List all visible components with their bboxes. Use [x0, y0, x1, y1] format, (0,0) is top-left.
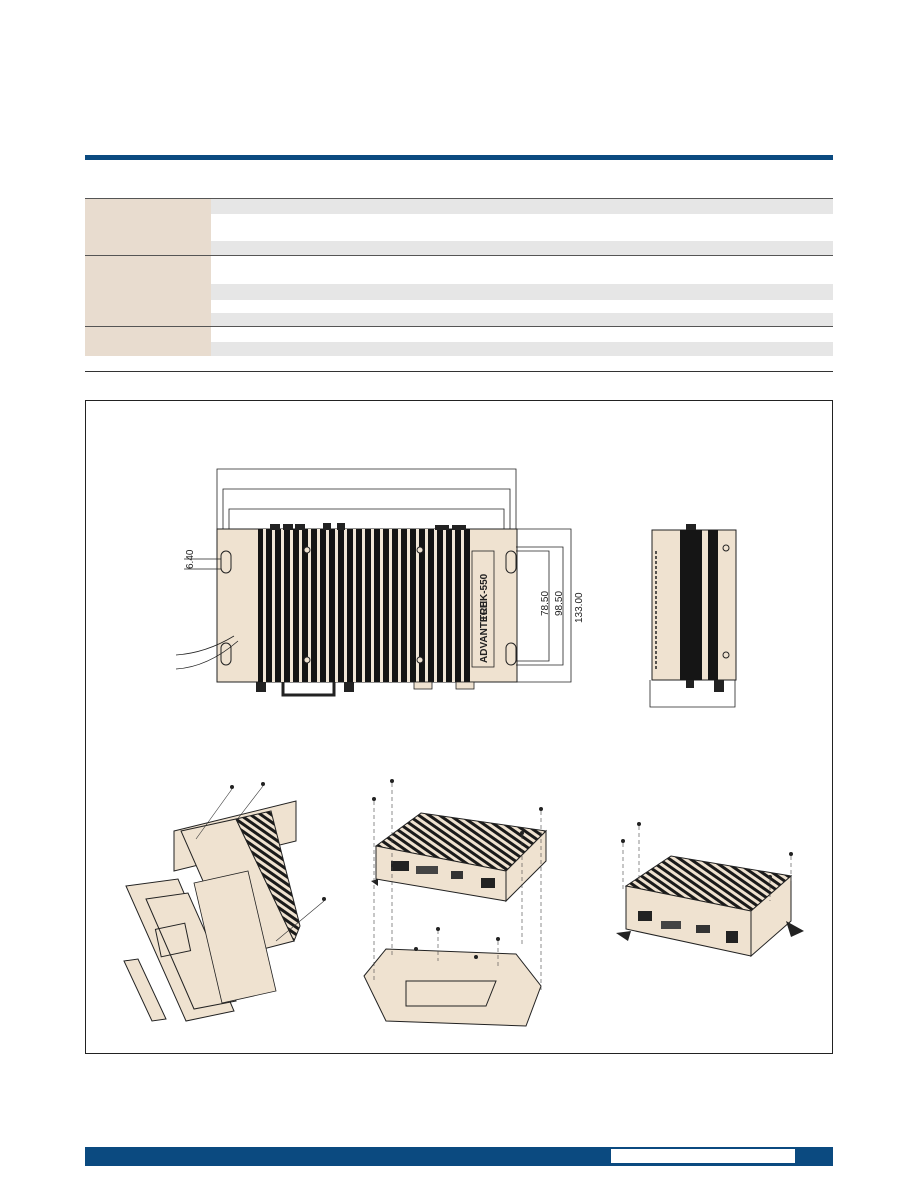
spec-category-3: [85, 326, 211, 356]
table-row: [85, 240, 833, 256]
dimension-slot-height: 6.40: [185, 549, 196, 569]
table-row: [85, 326, 833, 356]
spec-row: [211, 299, 833, 313]
desk-mount-view: [363, 779, 548, 1027]
spec-row: [211, 326, 833, 342]
side-view-drawing: [649, 524, 737, 708]
table-row: [85, 312, 833, 327]
front-view-drawing: ADVANTECH TREK-550: [175, 468, 585, 697]
dimension-98-50: 98.50: [554, 591, 565, 616]
wall-mount-view: [123, 782, 326, 1022]
spec-category-1: [85, 198, 211, 256]
spec-table: [85, 198, 833, 356]
header-rule: [85, 155, 833, 160]
table-row: [85, 255, 833, 327]
spec-row: [211, 255, 833, 284]
spec-row: [211, 283, 833, 300]
spec-category-2: [85, 255, 211, 327]
brand-mark: ADVANTECH: [479, 601, 490, 663]
drawings-canvas: ADVANTECH TREK-550: [123, 468, 804, 1027]
spec-row: [211, 312, 833, 327]
spec-row: [211, 341, 833, 356]
table-row: [85, 198, 833, 256]
assembled-view: [616, 822, 804, 958]
table-row: [85, 299, 833, 313]
spec-row: [211, 240, 833, 256]
footer-label-box: [611, 1149, 795, 1163]
drawing-frame: ADVANTECH TREK-550: [85, 400, 833, 1054]
dimension-78-50: 78.50: [540, 591, 551, 616]
table-row: [85, 213, 833, 241]
spec-row: [211, 198, 833, 214]
spec-row: [211, 213, 833, 241]
dimension-133-00: 133.00: [574, 592, 585, 623]
table-row: [85, 341, 833, 356]
model-mark: TREK-550: [479, 573, 490, 621]
table-row: [85, 283, 833, 300]
table-bottom-rule: [85, 371, 833, 372]
